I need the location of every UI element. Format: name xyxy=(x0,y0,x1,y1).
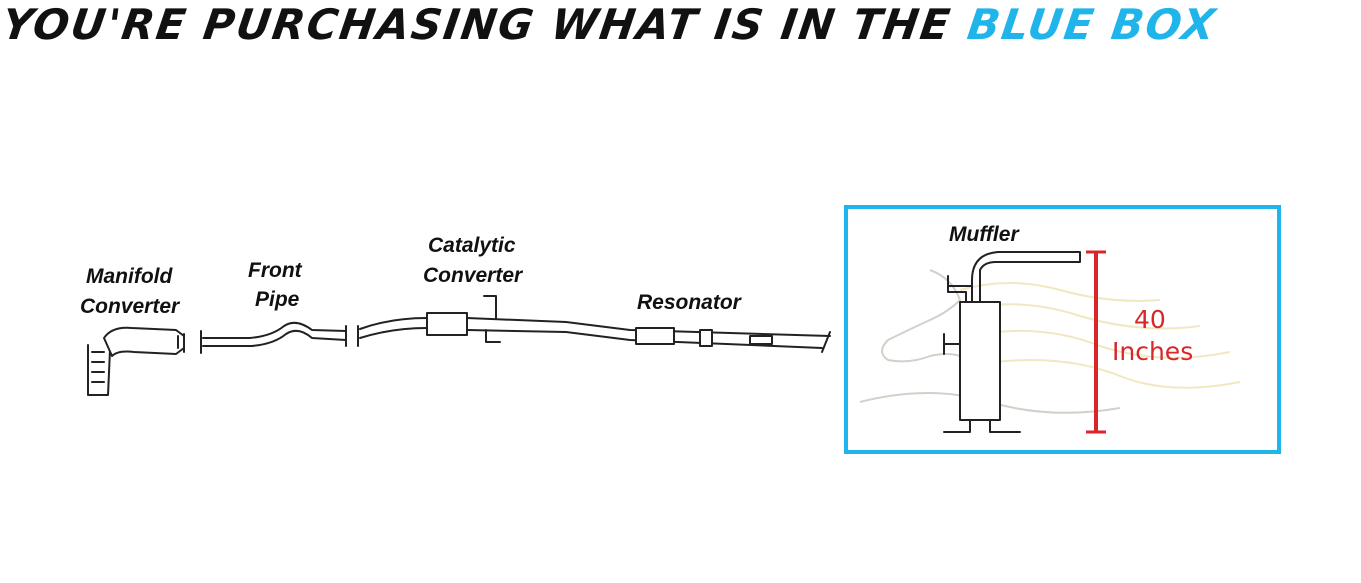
front-pipe-part xyxy=(200,321,347,354)
manifold-converter-part xyxy=(87,326,185,396)
blue-box xyxy=(844,205,1281,454)
front-pipe-label-line2: Pipe xyxy=(255,288,300,311)
muffler-label: Muffler xyxy=(949,223,1020,246)
dimension-value: 40 xyxy=(1134,305,1166,334)
catalytic-converter-label-line2: Converter xyxy=(423,264,524,287)
muffler-part xyxy=(943,251,1081,433)
dimension-unit: Inches xyxy=(1112,337,1193,366)
manifold-converter-label-line2: Converter xyxy=(80,295,181,318)
catalytic-converter-part xyxy=(357,295,567,347)
front-pipe-label-line1: Front xyxy=(248,259,303,282)
resonator-label: Resonator xyxy=(637,291,743,314)
dimension-marker xyxy=(1086,250,1106,434)
catalytic-converter-label-line1: Catalytic xyxy=(428,234,516,257)
resonator-part xyxy=(565,321,831,353)
manifold-converter-label-line1: Manifold xyxy=(86,265,173,288)
horse-head-logo xyxy=(859,269,1241,414)
